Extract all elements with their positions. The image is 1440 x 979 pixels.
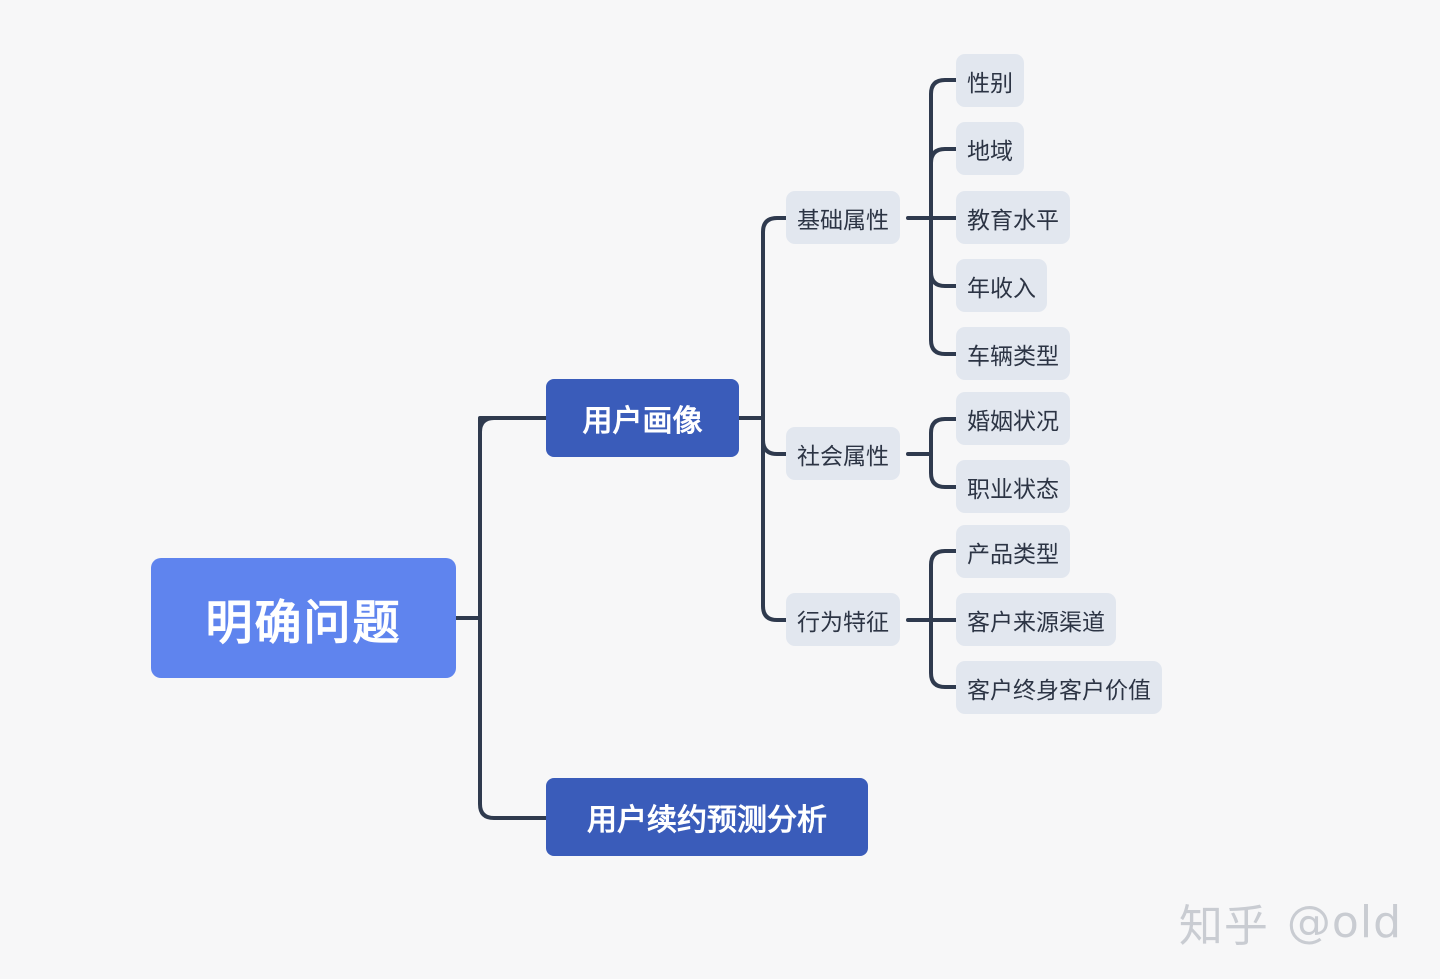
watermark-logo: 知乎 <box>1178 901 1269 952</box>
root-node[interactable]: 明确问题 <box>151 558 456 678</box>
leaf-employment-status[interactable]: 职业状态 <box>956 460 1070 513</box>
watermark-handle: @old <box>1286 896 1402 948</box>
leaf-region[interactable]: 地域 <box>956 122 1024 175</box>
branch-renewal-prediction[interactable]: 用户续约预测分析 <box>546 778 868 856</box>
connector-basic-trunk <box>906 78 958 356</box>
connector-social-trunk <box>906 417 958 489</box>
sub-behavior-features[interactable]: 行为特征 <box>786 593 900 646</box>
leaf-product-type[interactable]: 产品类型 <box>956 525 1070 578</box>
sub-social-attributes[interactable]: 社会属性 <box>786 427 900 480</box>
sub-basic-attributes[interactable]: 基础属性 <box>786 191 900 244</box>
connector-portrait-trunk <box>737 216 788 622</box>
connector-root-trunk <box>454 416 548 820</box>
leaf-vehicle-type[interactable]: 车辆类型 <box>956 327 1070 380</box>
connector-behavior-trunk <box>906 549 958 689</box>
leaf-acquisition-channel[interactable]: 客户来源渠道 <box>956 593 1116 646</box>
leaf-education[interactable]: 教育水平 <box>956 191 1070 244</box>
leaf-income[interactable]: 年收入 <box>956 259 1047 312</box>
branch-user-portrait[interactable]: 用户画像 <box>546 379 739 457</box>
leaf-marital-status[interactable]: 婚姻状况 <box>956 392 1070 445</box>
leaf-customer-lifetime-value[interactable]: 客户终身客户价值 <box>956 661 1162 714</box>
watermark: 知乎 @old <box>1179 890 1402 954</box>
leaf-gender[interactable]: 性别 <box>956 54 1024 107</box>
